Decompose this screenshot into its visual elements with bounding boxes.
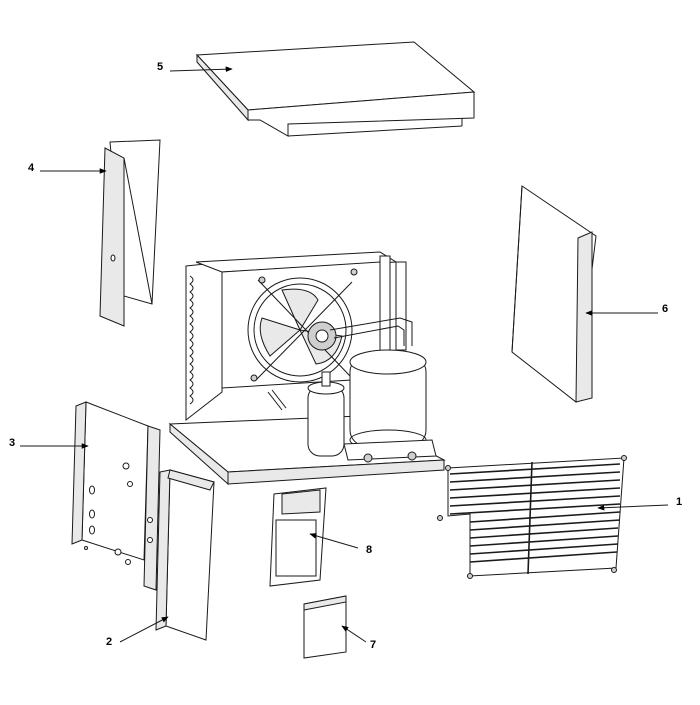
leader-7 (341, 625, 367, 643)
callout-8: 8 (366, 544, 373, 556)
condenser-assembly (185, 251, 413, 422)
leader-2 (119, 616, 169, 643)
callout-4: 4 (28, 162, 35, 174)
rear-grille-part (437, 455, 627, 579)
leader-8 (309, 533, 359, 549)
top-cover-part (195, 41, 476, 137)
compressor (343, 349, 437, 463)
front-lower-panel-part (155, 469, 215, 641)
left-upper-panel-part (99, 139, 161, 327)
callout-7: 7 (370, 639, 377, 651)
small-box-part (303, 595, 347, 659)
leader-5 (169, 66, 233, 73)
control-box-part (269, 487, 327, 587)
callout-leaders (20, 66, 669, 643)
callout-5: 5 (157, 61, 164, 73)
leader-1 (597, 504, 669, 511)
callout-1: 1 (676, 496, 683, 508)
right-side-panel-part (511, 185, 597, 403)
callout-3: 3 (9, 437, 16, 449)
accumulator (307, 371, 345, 457)
callout-2: 2 (106, 636, 113, 648)
callout-6: 6 (662, 303, 669, 315)
left-lower-panel-part (71, 401, 161, 591)
